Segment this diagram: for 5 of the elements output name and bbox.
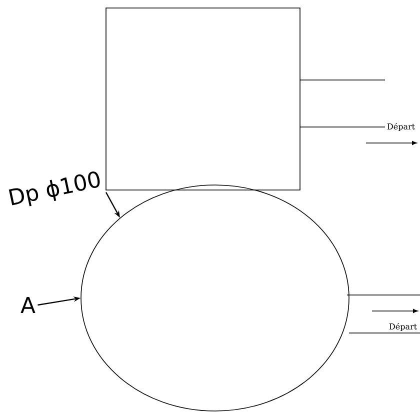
tank-box [106, 8, 300, 190]
flow-label: Départ [387, 122, 415, 132]
handwritten-note: Dp ϕ100 [8, 171, 100, 206]
flow-label: Départ [389, 322, 417, 332]
handwritten-note: A [20, 296, 36, 314]
